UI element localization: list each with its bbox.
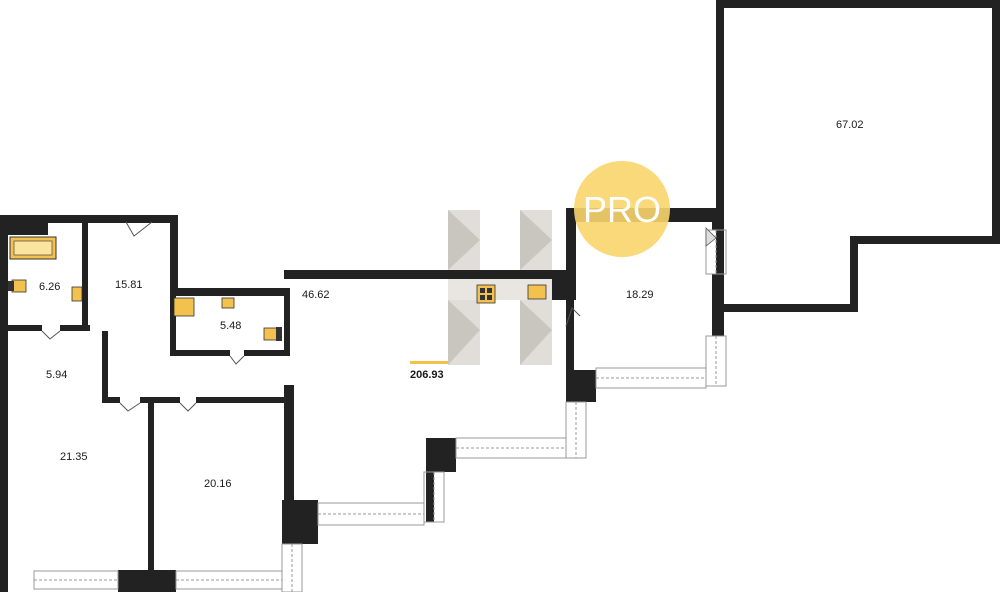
room-area-terrace: 67.02 xyxy=(836,119,864,131)
pro-badge: PRO xyxy=(574,161,670,257)
toilet-bathroom xyxy=(8,279,27,293)
room-area-wc: 5.48 xyxy=(220,320,241,332)
pro-badge-text: PRO xyxy=(583,189,661,230)
terrace-door xyxy=(705,227,717,247)
doors xyxy=(41,221,581,412)
room-area-bedroom-sw: 21.35 xyxy=(60,451,88,463)
terrace-wall xyxy=(716,0,1000,312)
room-area-living: 46.62 xyxy=(302,289,330,301)
toilet-wc xyxy=(263,327,282,341)
room-area-dressing: 5.94 xyxy=(46,369,67,381)
kitchen-sink xyxy=(527,284,547,300)
total-area: 206.93 xyxy=(410,369,444,381)
bathtub xyxy=(9,236,57,260)
total-area-underline xyxy=(410,361,448,364)
room-area-bedroom-north: 15.81 xyxy=(115,279,143,291)
room-area-bedroom-east: 18.29 xyxy=(626,289,654,301)
stove xyxy=(476,284,496,304)
sink-wc xyxy=(221,297,235,309)
shower xyxy=(173,297,195,317)
room-area-bathroom: 6.26 xyxy=(39,281,60,293)
windows xyxy=(33,229,727,592)
room-area-bedroom-s: 20.16 xyxy=(204,478,232,490)
sink-bathroom xyxy=(71,286,83,302)
walls xyxy=(0,208,724,592)
